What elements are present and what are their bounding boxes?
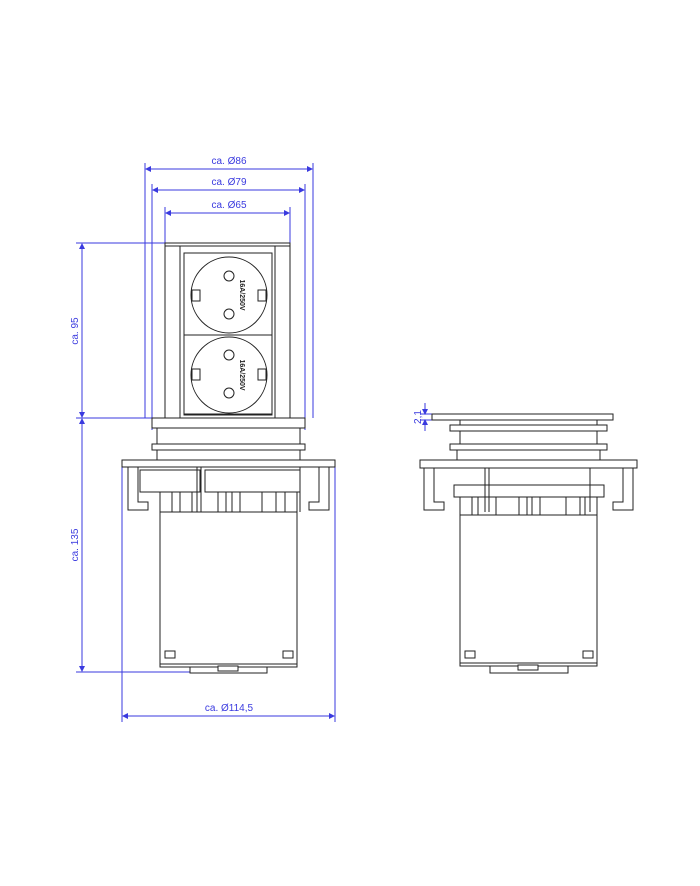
socket-1: 16A/250V <box>190 256 268 334</box>
side-view: 2,1 <box>413 403 638 674</box>
extension-lines <box>76 163 336 722</box>
side-housing-body <box>419 459 638 674</box>
side-lid-rings <box>431 413 614 461</box>
dim-label-depth-135: ca. 135 <box>70 528 81 561</box>
housing-body <box>121 459 336 674</box>
socket-rating-1: 16A/250V <box>238 279 245 310</box>
socket-2: 16A/250V <box>190 336 268 414</box>
front-view: ca. Ø86 ca. Ø79 ca. Ø65 ca. 95 ca. 135 c… <box>70 156 336 722</box>
flange-rings <box>151 417 306 461</box>
dim-label-d114: ca. Ø114,5 <box>205 703 254 714</box>
dim-label-d79: ca. Ø79 <box>211 177 246 188</box>
dim-label-lid-thickness: 2,1 <box>413 410 424 424</box>
dim-label-d65: ca. Ø65 <box>211 200 246 211</box>
socket-rating-2: 16A/250V <box>238 359 245 390</box>
dim-label-d86: ca. Ø86 <box>211 156 246 167</box>
dim-label-height-95: ca. 95 <box>70 317 81 345</box>
